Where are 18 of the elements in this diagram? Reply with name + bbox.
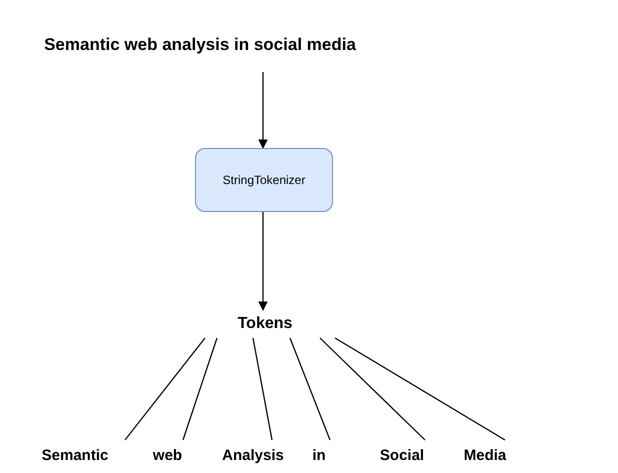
- connector-line: [320, 338, 426, 440]
- box-label: StringTokenizer: [222, 173, 306, 187]
- arrow: [258, 212, 268, 311]
- connector-line: [334, 337, 506, 441]
- token-label: Media: [464, 446, 506, 464]
- token-label: Analysis: [222, 446, 284, 464]
- connector-line: [182, 338, 218, 440]
- node-label: Tokens: [238, 315, 292, 333]
- title-text: Semantic web analysis in social media: [44, 35, 356, 55]
- token-label: Social: [380, 446, 424, 464]
- connector-line: [252, 338, 273, 440]
- token-label: Semantic: [42, 446, 108, 464]
- arrow: [258, 72, 268, 149]
- token-label: web: [152, 446, 182, 464]
- token-label: in: [312, 446, 326, 464]
- connector-line: [124, 338, 206, 440]
- process-box: [195, 148, 333, 212]
- connector-line: [289, 338, 331, 440]
